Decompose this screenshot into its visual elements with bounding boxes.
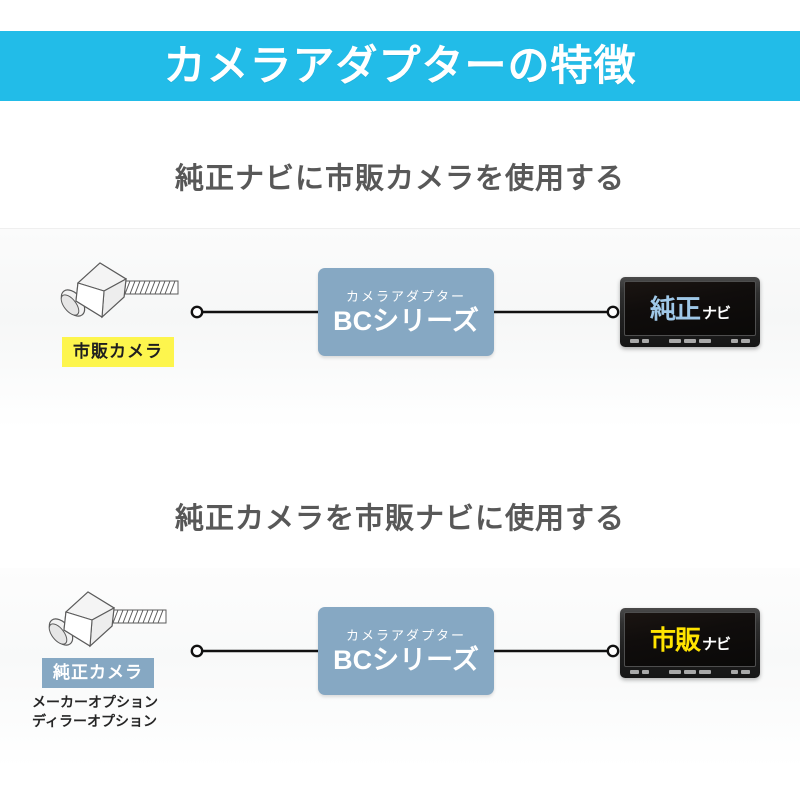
nav-button[interactable] [741, 670, 750, 674]
adapter-box-2[interactable]: カメラアダプター BCシリーズ [318, 607, 494, 695]
nav-button[interactable] [741, 339, 750, 343]
source-note-line-1: メーカーオプション [32, 694, 158, 710]
nav-button-row-1 [624, 336, 756, 347]
connector-right-1[interactable] [494, 305, 620, 319]
source-notes-2: メーカーオプション ディラーオプション [32, 693, 158, 731]
connector-left-1[interactable] [190, 305, 324, 319]
nav-primary-text-2: 市販 [649, 624, 701, 655]
nav-button[interactable] [684, 339, 696, 343]
nav-button[interactable] [630, 339, 639, 343]
adapter-box-1[interactable]: カメラアダプター BCシリーズ [318, 268, 494, 356]
source-note-line-2: ディラーオプション [32, 712, 158, 729]
nav-button[interactable] [642, 339, 649, 343]
nav-primary-text-1: 純正 [649, 293, 701, 324]
nav-screen-2: 市販 ナビ [624, 612, 756, 667]
nav-button[interactable] [731, 670, 738, 674]
adapter-main-label-1: BCシリーズ [333, 305, 479, 336]
car-navigation-icon-2[interactable]: 市販 ナビ [620, 608, 760, 678]
adapter-sub-label-1: カメラアダプター [345, 288, 466, 304]
nav-screen-1: 純正 ナビ [624, 281, 756, 336]
section-1-title: 純正ナビに市販カメラを使用する [174, 163, 625, 195]
nav-button[interactable] [699, 670, 711, 674]
nav-button[interactable] [669, 670, 681, 674]
connector-left-2[interactable] [190, 644, 324, 658]
source-label-2: 純正カメラ [42, 658, 154, 688]
camera-icon [48, 257, 188, 337]
camera-icon [36, 586, 176, 666]
nav-button[interactable] [669, 339, 681, 343]
nav-button[interactable] [684, 670, 696, 674]
nav-secondary-text-1: ナビ [702, 304, 731, 322]
section-2-diagram: 純正カメラ メーカーオプション ディラーオプション カメラアダプター BCシリー… [0, 568, 800, 768]
nav-button[interactable] [699, 339, 711, 343]
nav-button[interactable] [642, 670, 649, 674]
header-banner: カメラアダプターの特徴 [0, 31, 800, 101]
nav-button[interactable] [731, 339, 738, 343]
section-2-title: 純正カメラを市販ナビに使用する [174, 503, 625, 535]
adapter-sub-label-2: カメラアダプター [345, 627, 466, 643]
car-navigation-icon-1[interactable]: 純正 ナビ [620, 277, 760, 347]
page-title: カメラアダプターの特徴 [163, 42, 637, 89]
adapter-main-label-2: BCシリーズ [333, 644, 479, 675]
nav-secondary-text-2: ナビ [702, 635, 731, 653]
section-1-diagram: 市販カメラ カメラアダプター BCシリーズ 純正 ナビ [0, 228, 800, 429]
nav-button[interactable] [630, 670, 639, 674]
connector-right-2[interactable] [494, 644, 620, 658]
nav-button-row-2 [624, 667, 756, 678]
source-label-1: 市販カメラ [62, 337, 174, 367]
